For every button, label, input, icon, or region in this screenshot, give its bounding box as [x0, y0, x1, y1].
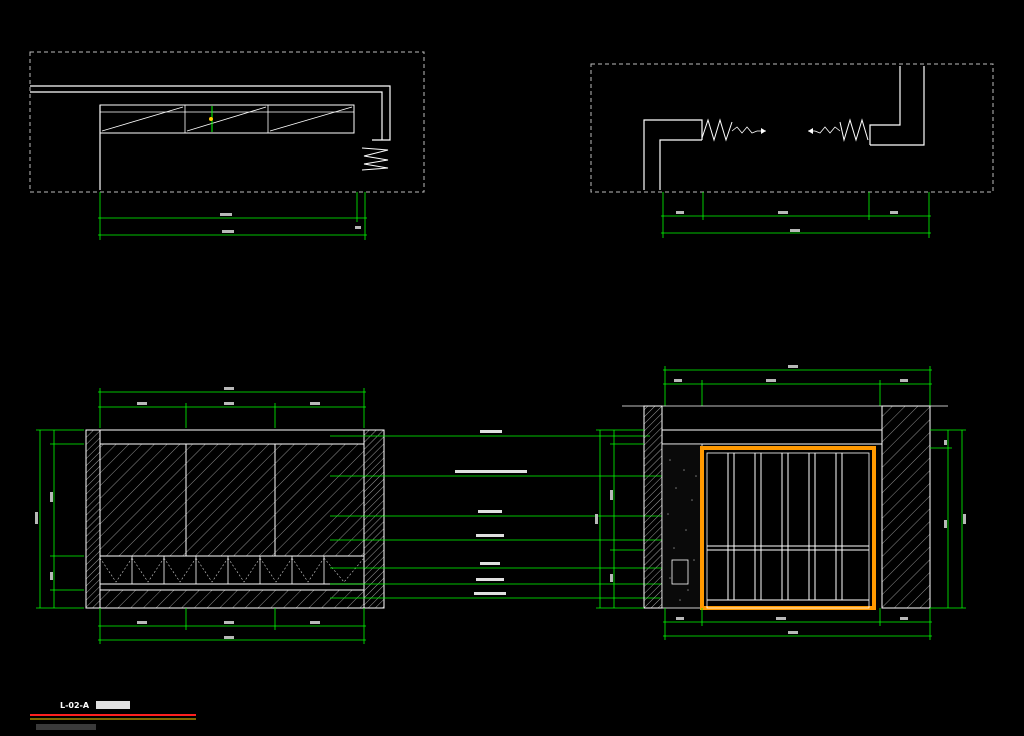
- plan-left-cabinet: [99, 104, 355, 134]
- elevation-left-ceiling-band: [99, 429, 365, 445]
- plan-right-boundary: [590, 63, 994, 193]
- plan-right-dimensions: [661, 192, 931, 238]
- elevation-left-wall-right: [363, 429, 385, 609]
- elevation-left-side-dimensions: [36, 429, 84, 609]
- drawing-subtitle: [36, 724, 96, 730]
- elevation-right-top-dimensions: [663, 366, 932, 406]
- elevation-left-bottom-dimensions: [98, 608, 366, 644]
- sliding-door-panels: [707, 453, 869, 601]
- mirror-panel-1: [99, 443, 187, 557]
- stone-speckle: [667, 459, 697, 601]
- material-callouts: [330, 430, 700, 599]
- elevation-left-top-dimensions: [98, 388, 366, 428]
- plan-right-wall-right: [869, 66, 901, 145]
- plan-left-boundary: [29, 51, 425, 193]
- plan-view-right: [590, 63, 994, 238]
- elevation-right-wall-right: [881, 405, 931, 609]
- mirror-panel-2: [185, 443, 276, 557]
- plan-right-wall-left: [643, 119, 703, 190]
- curtain-left-fold: [701, 118, 733, 142]
- plan-left-curtain-fold: [361, 147, 389, 171]
- elevation-left-wall-left: [85, 429, 101, 609]
- elevation-right-bottom-dimensions: [663, 608, 932, 640]
- mirror-panel-3: [274, 443, 365, 557]
- drawing-title-block: L-02-A: [30, 701, 196, 730]
- plan-left-dimensions: [98, 192, 367, 240]
- elevation-right-wall-left: [643, 405, 663, 609]
- elevation-right-left-dimensions: [596, 429, 644, 609]
- plan-left-wall: [30, 85, 391, 141]
- curtain-right-fold: [839, 118, 869, 142]
- base-cabinet-row: [99, 555, 365, 609]
- drawing-title: L-02-A: [60, 701, 90, 710]
- plan-view-left: [29, 51, 425, 240]
- elevation-right: [595, 365, 966, 640]
- elevation-left: [35, 387, 385, 644]
- elevation-right-right-dimensions: [930, 429, 966, 609]
